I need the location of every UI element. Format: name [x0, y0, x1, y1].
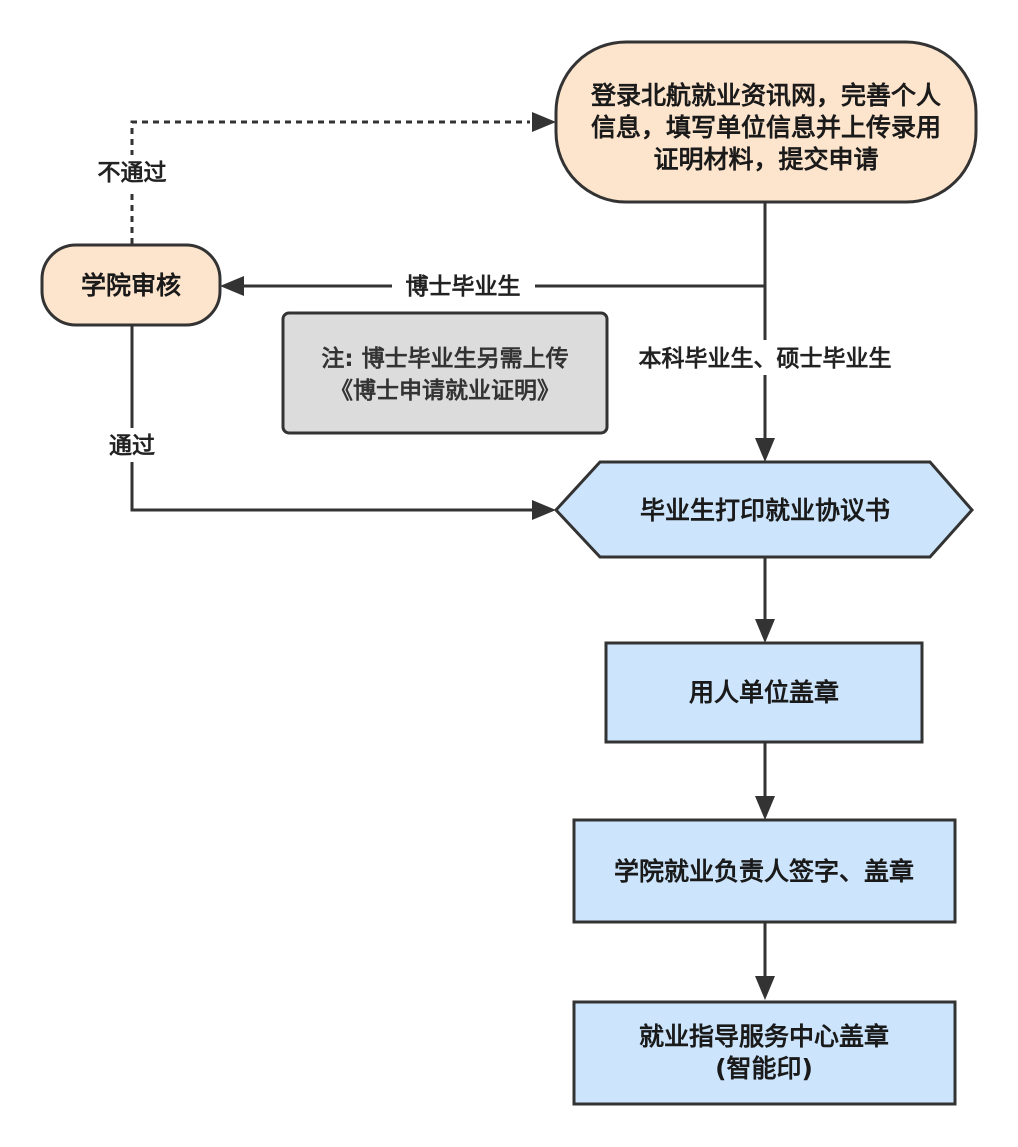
edge-label-phd: 博士毕业生: [406, 273, 521, 300]
submit-line-1: 登录北航就业资讯网，完善个人: [590, 81, 941, 110]
edge-label-undergrad-master: 本科毕业生、硕士毕业生: [639, 346, 892, 372]
node-employer-stamp: 用人单位盖章: [604, 641, 924, 744]
arrowhead-to-submit: [532, 112, 556, 132]
submit-line-3: 证明材料，提交申请: [653, 145, 878, 174]
center-stamp-line-1: 就业指导服务中心盖章: [639, 1022, 889, 1051]
note-box: 注: 博士毕业生另需上传 《博士申请就业证明》: [281, 311, 609, 435]
arrowhead-to-review: [220, 276, 244, 296]
arrowhead-to-college: [755, 796, 775, 820]
edge-pass-to-print: [130, 326, 535, 512]
edge-label-pass: 通过: [109, 433, 155, 459]
node-college-sign: 学院就业负责人签字、盖章: [572, 818, 957, 924]
employer-stamp-label: 用人单位盖章: [689, 678, 839, 707]
arrowhead-to-employer: [755, 619, 775, 643]
college-sign-label: 学院就业负责人签字、盖章: [614, 857, 914, 886]
edges: [130, 120, 767, 982]
fail-label-bg: [88, 155, 176, 189]
college-review-label: 学院审核: [81, 271, 181, 300]
node-print-agreement: 毕业生打印就业协议书: [553, 460, 975, 559]
node-center-stamp: 就业指导服务中心盖章 (智能印): [572, 1000, 957, 1106]
arrowhead-to-print-top: [755, 438, 775, 462]
center-stamp-line-2: (智能印): [715, 1054, 813, 1083]
node-submit: 登录北航就业资讯网，完善个人 信息，填写单位信息并上传录用 证明材料，提交申请: [554, 40, 978, 204]
node-college-review: 学院审核: [40, 243, 222, 327]
arrowhead-to-print-left: [532, 500, 556, 520]
submit-line-2: 信息，填写单位信息并上传录用: [591, 113, 941, 142]
note-line-2: 《博士申请就业证明》: [330, 377, 560, 404]
edge-label-fail: 不通过: [98, 160, 167, 186]
edge-fail-to-submit: [130, 120, 530, 244]
arrowhead-to-center: [755, 976, 775, 1000]
arrowheads: [220, 112, 775, 1000]
note-line-1: 注: 博士毕业生另需上传: [321, 345, 568, 372]
pass-label-bg: [100, 428, 164, 462]
print-agreement-label: 毕业生打印就业协议书: [640, 496, 890, 525]
